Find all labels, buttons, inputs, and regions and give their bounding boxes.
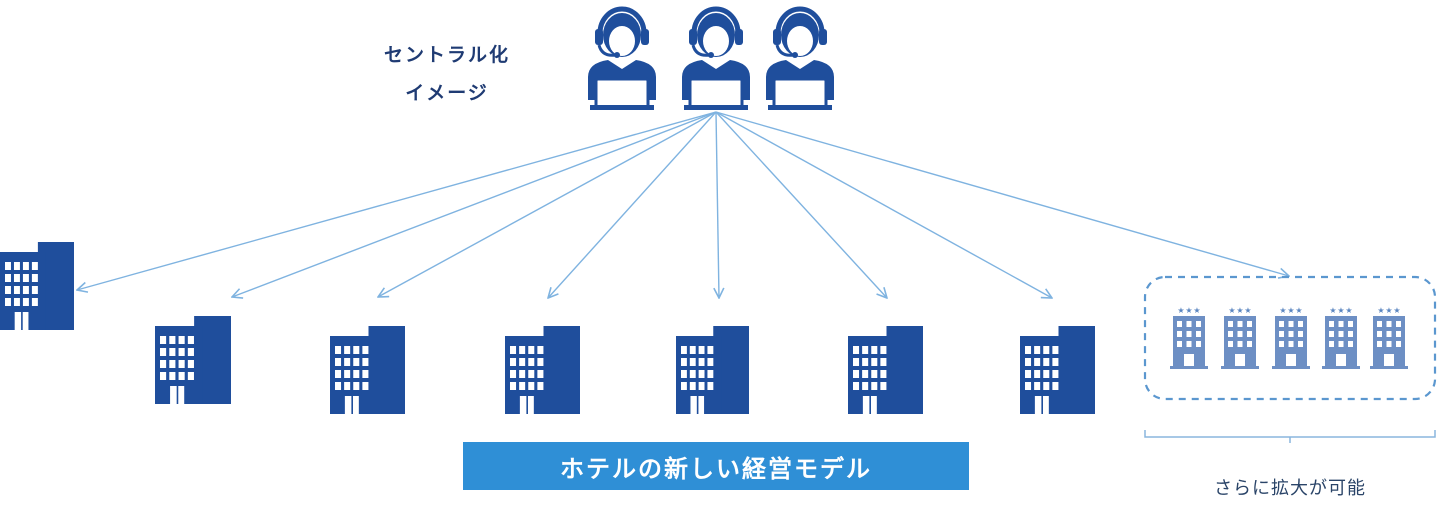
headset-operator-icon: [588, 6, 656, 110]
centralization-caption-line2: イメージ: [405, 82, 489, 104]
connection-arrow: [77, 111, 717, 290]
hotel-building-icon: [676, 326, 749, 414]
hotel-building-icon: [155, 316, 231, 404]
connection-arrow: [715, 111, 1052, 298]
svg-text:★: ★: [1244, 306, 1251, 315]
hotel-building-icon: [1020, 326, 1095, 414]
operators-group: [588, 6, 834, 110]
svg-text:★: ★: [1385, 306, 1392, 315]
hotels-group: [0, 242, 1095, 414]
connection-arrow: [378, 111, 717, 297]
headset-operator-icon: [682, 6, 750, 110]
star-hotel-icon: ★★★: [1170, 306, 1208, 369]
new-business-model-banner: ホテルの新しい経営モデル: [463, 442, 969, 490]
svg-text:★: ★: [1177, 306, 1184, 315]
hotel-building-icon: [330, 326, 405, 414]
svg-text:★: ★: [1345, 306, 1352, 315]
star-hotel-icon: ★★★: [1272, 306, 1310, 369]
connection-arrow: [548, 111, 717, 298]
star-hotel-icon: ★★★: [1370, 306, 1408, 369]
star-hotel-icon: ★★★: [1322, 306, 1360, 369]
star-hotels-group: ★★★★★★★★★★★★★★★: [1170, 306, 1408, 369]
star-hotel-icon: ★★★: [1221, 306, 1259, 369]
connection-arrows: [77, 111, 1289, 298]
connection-arrow: [715, 111, 887, 298]
svg-text:★: ★: [1295, 306, 1302, 315]
hotel-building-icon: [0, 242, 74, 330]
expansion-dashed-box: [1143, 275, 1437, 401]
expansion-note: さらに拡大が可能: [1214, 478, 1366, 499]
svg-text:★: ★: [1287, 306, 1294, 315]
svg-text:★: ★: [1377, 306, 1384, 315]
headset-operator-icon: [766, 6, 834, 110]
connection-arrow: [715, 111, 1289, 276]
svg-text:★: ★: [1236, 306, 1243, 315]
banner-label: ホテルの新しい経営モデル: [560, 454, 872, 483]
connection-arrow: [716, 111, 719, 298]
svg-text:★: ★: [1193, 306, 1200, 315]
connection-arrow: [232, 111, 717, 297]
svg-text:★: ★: [1329, 306, 1336, 315]
hotel-building-icon: [505, 326, 580, 414]
expansion-brace: [1144, 430, 1436, 443]
svg-text:★: ★: [1393, 306, 1400, 315]
hotel-building-icon: [848, 326, 923, 414]
svg-text:★: ★: [1337, 306, 1344, 315]
centralization-caption-line1: セントラル化: [383, 44, 510, 66]
svg-text:★: ★: [1228, 306, 1235, 315]
svg-text:★: ★: [1279, 306, 1286, 315]
svg-text:★: ★: [1185, 306, 1192, 315]
